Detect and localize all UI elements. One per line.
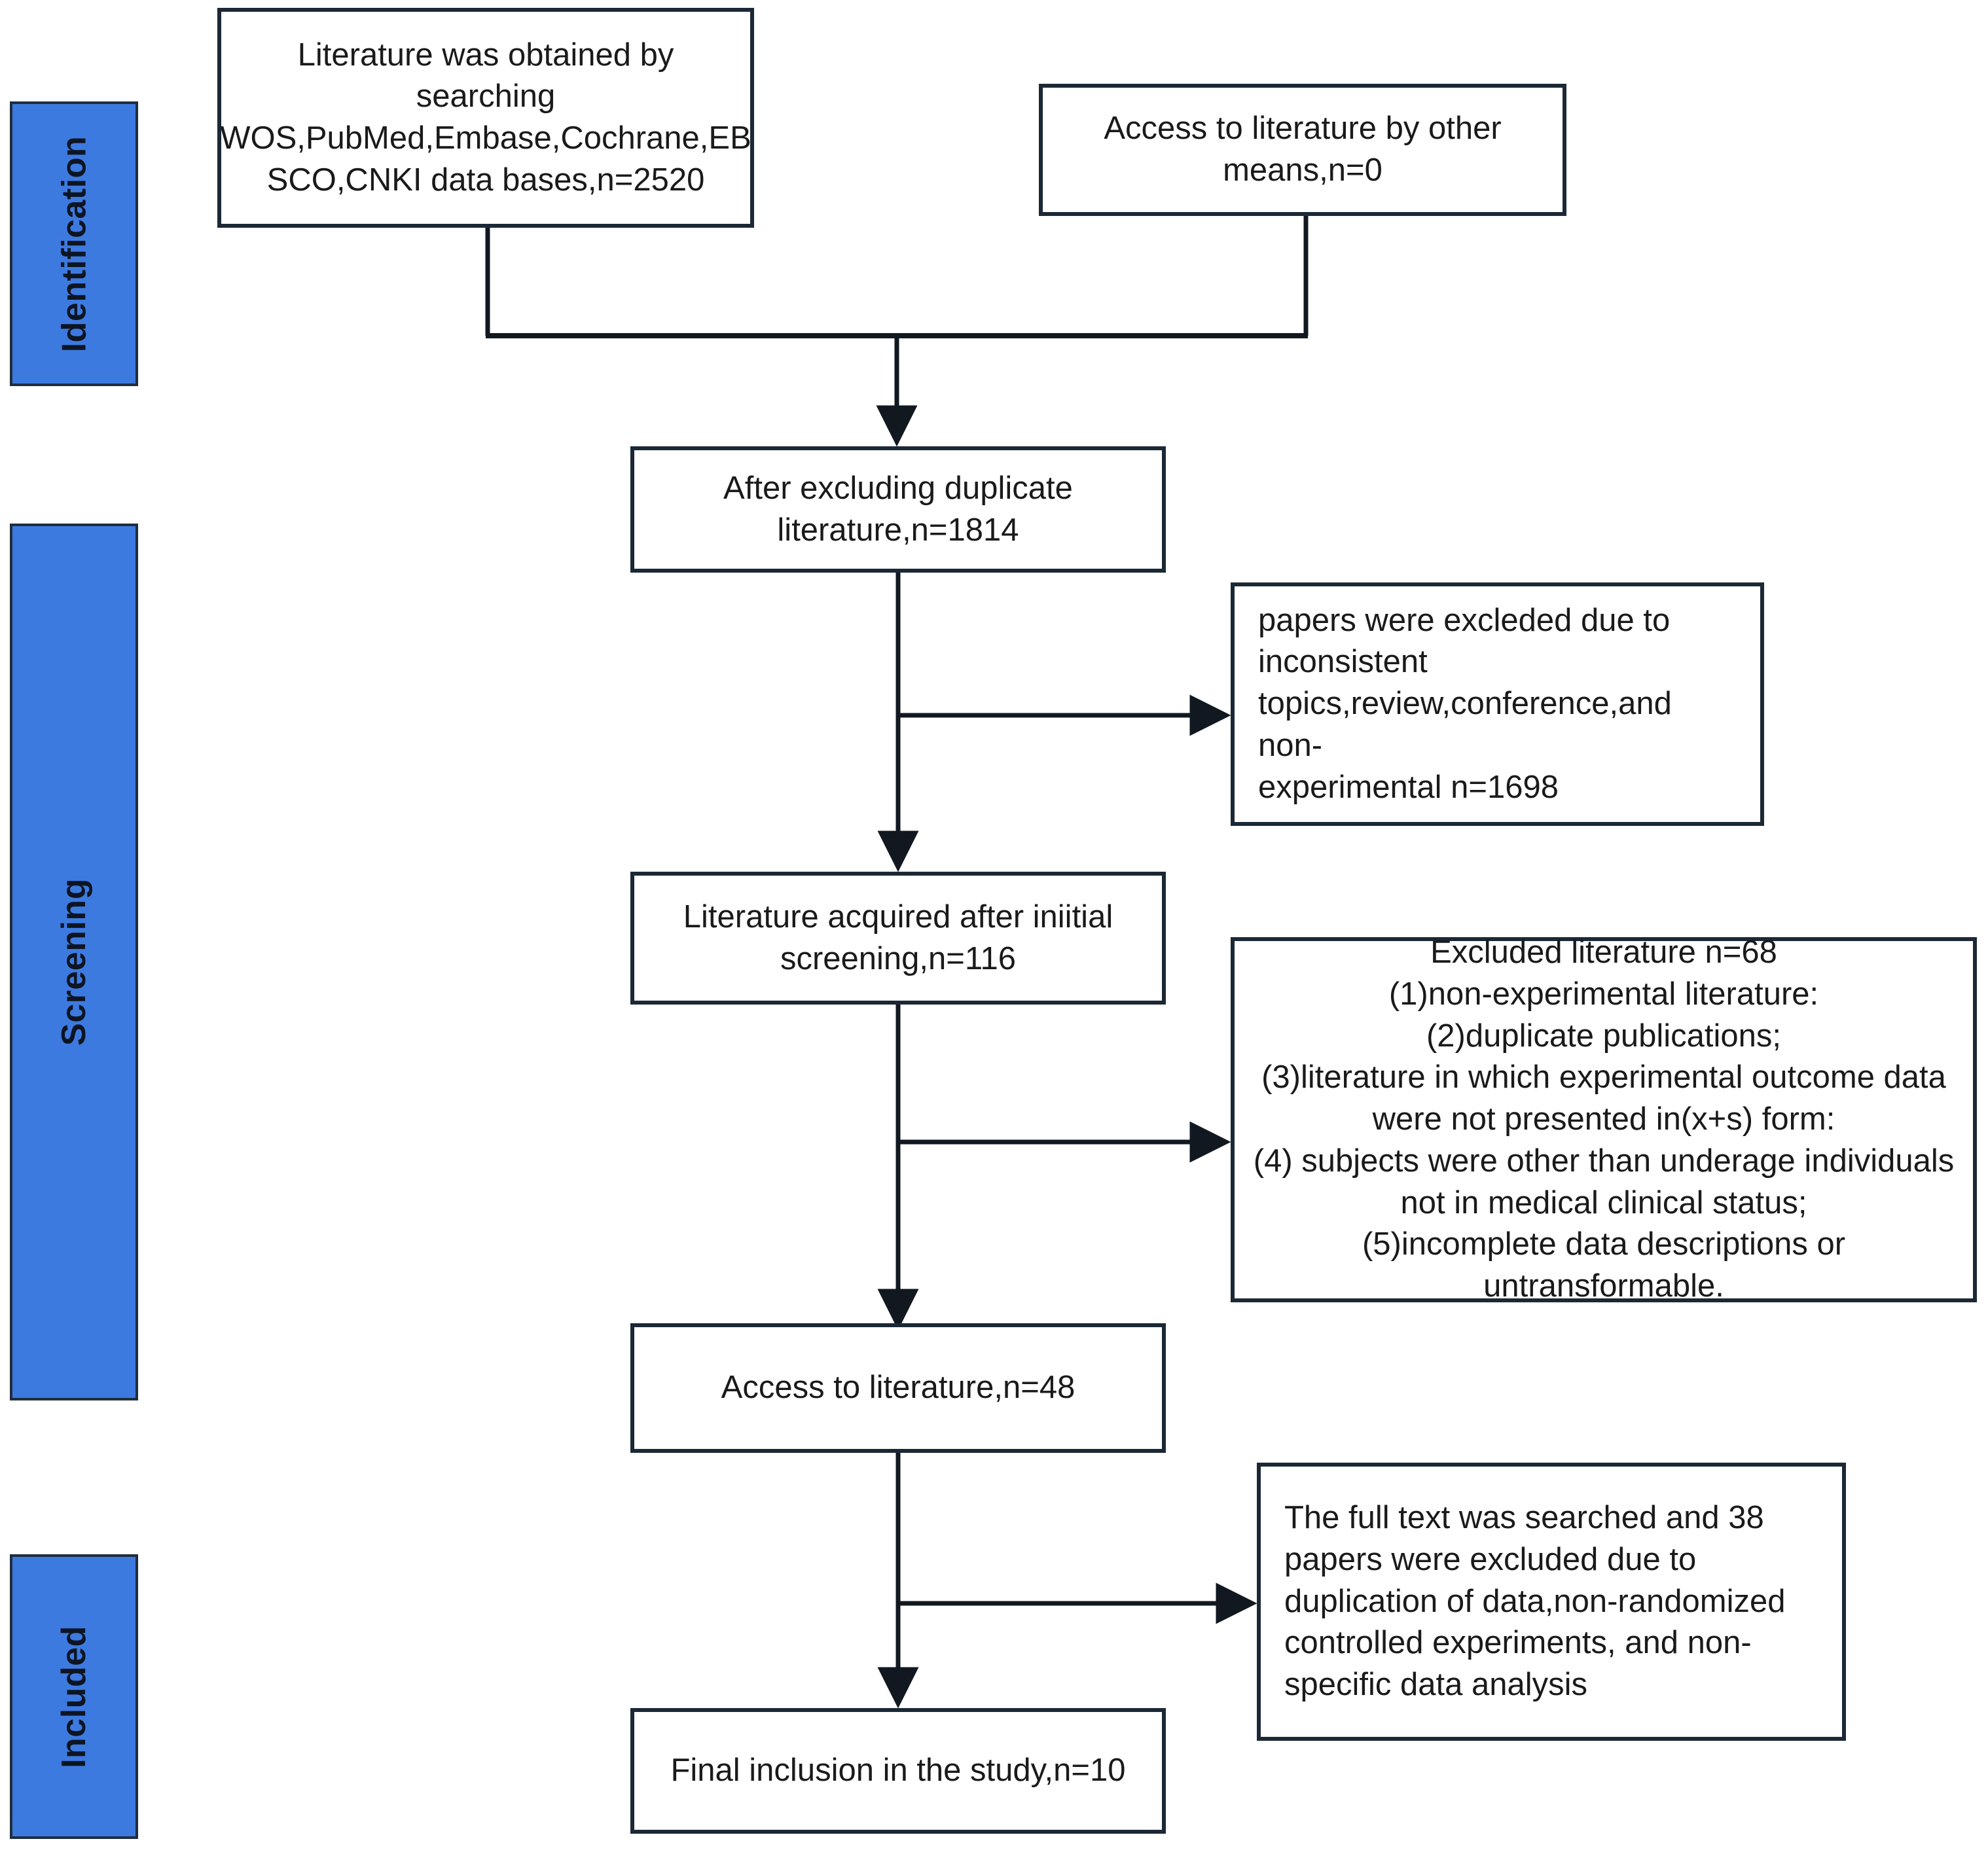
stage-bar-included: Included: [10, 1554, 138, 1839]
box-access-literature-text: Access to literature,n=48: [721, 1370, 1075, 1406]
box-excluded-fulltext: The full text was searched and 38 papers…: [1257, 1463, 1846, 1741]
stage-label-identification: Identification: [55, 135, 93, 352]
box-excluded-screening-2: Excluded literature n=68 (1)non-experime…: [1231, 935, 1977, 1304]
box-other-sources: Access to literature by other means,n=0: [1039, 84, 1566, 216]
box-excluded-screening-1: papers were excleded due to inconsistent…: [1231, 582, 1764, 826]
box-excluded-fulltext-text: The full text was searched and 38 papers…: [1284, 1500, 1786, 1703]
box-excluded-screening-1-text: papers were excleded due to inconsistent…: [1258, 602, 1672, 805]
box-after-duplicates: After excluding duplicate literature,n=1…: [630, 446, 1166, 573]
box-final-inclusion-text: Final inclusion in the study,n=10: [670, 1753, 1126, 1789]
box-source-databases-text: Literature was obtained by searching WOS…: [220, 37, 751, 198]
stage-bar-screening: Screening: [10, 524, 138, 1400]
box-other-sources-text: Access to literature by other means,n=0: [1104, 111, 1502, 188]
box-after-initial-screening: Literature acquired after iniitial scree…: [630, 872, 1166, 1005]
box-access-literature: Access to literature,n=48: [630, 1323, 1166, 1453]
box-source-databases: Literature was obtained by searching WOS…: [217, 8, 754, 228]
stage-label-included: Included: [55, 1625, 94, 1768]
box-excluded-screening-2-text: Excluded literature n=68 (1)non-experime…: [1253, 935, 1955, 1304]
box-after-initial-screening-text: Literature acquired after iniitial scree…: [683, 899, 1113, 976]
stage-bar-identification: Identification: [10, 101, 138, 386]
box-after-duplicates-text: After excluding duplicate literature,n=1…: [723, 470, 1073, 548]
stage-label-screening: Screening: [55, 878, 94, 1046]
box-final-inclusion: Final inclusion in the study,n=10: [630, 1708, 1166, 1834]
